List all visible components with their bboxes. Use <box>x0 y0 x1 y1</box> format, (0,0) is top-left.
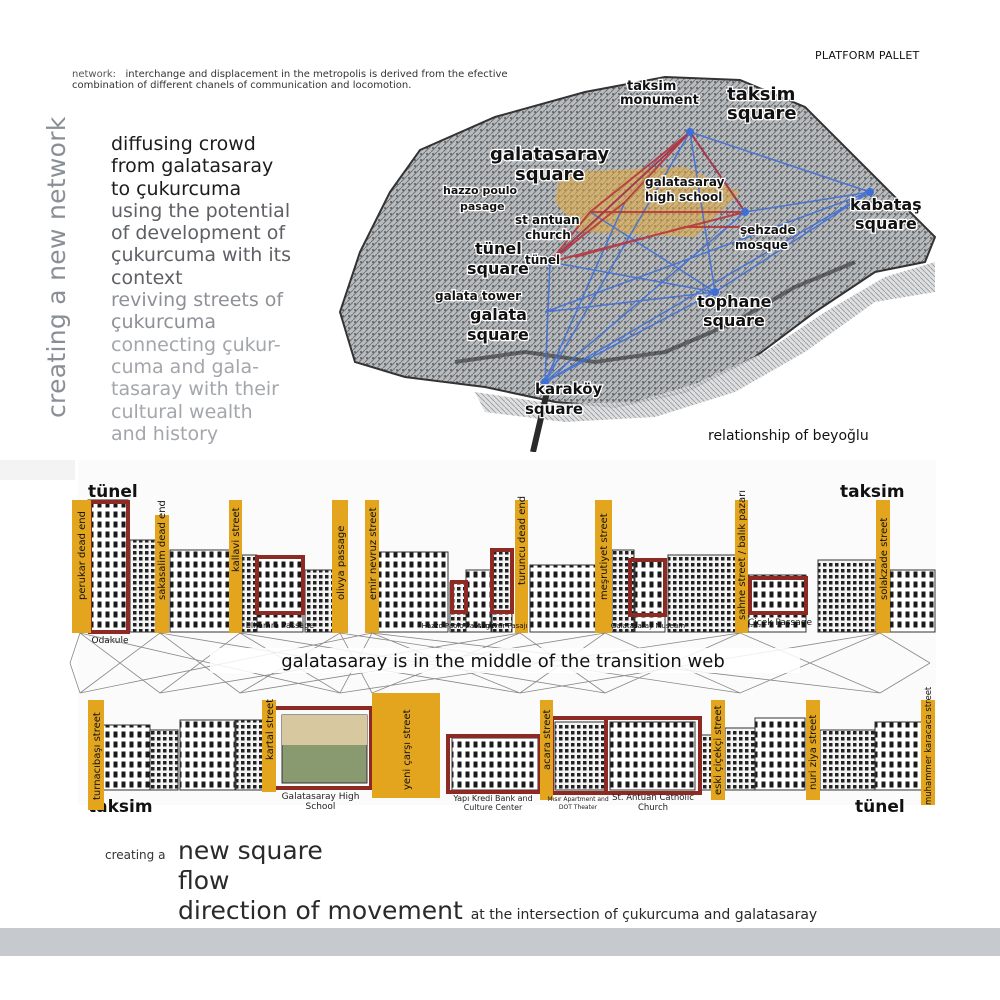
map-label-tophane: tophane <box>697 292 772 311</box>
map-label-karakoy-square: square <box>525 400 583 418</box>
left-text-line: of development of <box>111 222 286 245</box>
left-text-line: connecting çukur- <box>111 333 281 356</box>
left-text-line: tasaray with their <box>111 378 279 401</box>
bottom-street-facade <box>89 714 924 791</box>
left-text-line: and history <box>111 422 219 445</box>
street-mesrutiyet: meşrutiyet street <box>599 513 610 600</box>
map-label-karakoy: karaköy <box>535 380 602 398</box>
bottom-right-end-label: tünel <box>855 797 905 817</box>
platform-pallet-label: PLATFORM PALLET <box>815 49 920 62</box>
map-bridge <box>530 391 550 452</box>
map-label-tophane-square: square <box>703 311 765 330</box>
direction-of-movement: direction of movement <box>178 896 463 925</box>
map-label-gs-high: galatasaray <box>645 175 725 189</box>
left-text-line: çukurcuma <box>111 311 216 334</box>
network-text: interchange and displacement in the metr… <box>72 69 508 91</box>
left-text-line: çukurcuma with its <box>111 244 291 267</box>
street-eski-cicekci: eski çiçekçi street <box>713 705 724 795</box>
building-aznavur: Aznavur Pasajı <box>477 622 528 630</box>
map-label-church: church <box>525 228 571 242</box>
map-label-galata-tower: galata tower <box>435 289 521 303</box>
map-label-st-antuan: st antuan <box>515 213 580 227</box>
street-kallavi: kallavi street <box>231 507 242 572</box>
left-text-line: context <box>111 266 183 289</box>
street-olivya: olivya passage <box>336 526 347 600</box>
map-label-galatasaray: galatasaray <box>490 144 609 165</box>
map-label-galatasaray-square: square <box>515 164 585 185</box>
building-gs-museum: Galatasaray Museum <box>611 622 685 630</box>
street-yeni-carsi: yeni çarşı street <box>402 709 413 790</box>
map-label-pasage: pasage <box>460 200 505 213</box>
beyoglu-map: taksim monument taksim square galatasara… <box>338 75 937 452</box>
building-hazzo: Hazzo Paolo Passage <box>422 622 495 630</box>
building-misir: Mısır Apartment and DOT Theater <box>547 796 609 811</box>
map-label-tunel: tünel <box>475 239 522 258</box>
street-sakasalim: sakasalim dead end <box>157 500 168 600</box>
street-nuri-ziya: nuri ziya street <box>808 715 819 790</box>
map-shore <box>454 260 856 365</box>
street-acara: acara street <box>542 710 553 770</box>
map-label-monument: monument <box>620 93 699 108</box>
direction-subtext: at the intersection of çukurcuma and gal… <box>470 907 818 923</box>
map-label-galata: galata <box>470 305 527 324</box>
left-text-line: reviving streets of <box>111 289 284 312</box>
street-turnacibasi: turnacıbaşı street <box>92 712 103 800</box>
map-label-taksim-monument: taksim <box>627 79 676 94</box>
top-right-end-label: taksim <box>840 482 905 502</box>
map-label-galata-square: square <box>467 325 529 344</box>
left-text-line: to çukurcuma <box>111 177 242 200</box>
street-elevations: perukar dead end sakasalim dead end kall… <box>0 460 945 817</box>
map-label-taksim: taksim <box>727 84 795 105</box>
building-yapi-kredi: Yapı Kredi Bank and Culture Center <box>453 794 533 812</box>
building-elhamra: Elhamra Passage <box>246 621 314 630</box>
building-st-antuan: St. Antuan Catholic Church <box>612 794 694 813</box>
map-water <box>475 262 935 422</box>
map-label-tunel-square: square <box>467 259 529 278</box>
building-gs-high-school: Galatasaray High School <box>281 792 360 812</box>
map-caption: relationship of beyoğlu <box>708 428 869 444</box>
footer-bar <box>0 928 1000 956</box>
left-text-line: cuma and gala- <box>111 355 259 378</box>
network-red-lines <box>549 131 746 263</box>
building-cicek: Çiçek Passage <box>748 618 812 628</box>
map-label-kabatas-square: square <box>855 214 917 233</box>
network-keyword: network: <box>72 69 116 80</box>
left-text-line: diffusing crowd <box>111 133 256 155</box>
flow-line: flow <box>178 866 230 895</box>
transition-label: galatasaray is in the middle of the tran… <box>281 651 725 672</box>
left-text-line: from galatasaray <box>111 155 274 178</box>
map-label-tunel-small: tünel <box>525 253 560 267</box>
bottom-street-bars <box>88 693 935 810</box>
street-perukar: perukar dead end <box>77 511 88 600</box>
street-solakzade: solakzade street <box>879 518 890 600</box>
network-nodes <box>541 128 874 386</box>
street-emir-nevruz: emir nevruz street <box>368 507 379 600</box>
direction-line: direction of movement at the intersectio… <box>178 896 817 925</box>
street-muhammer: muhammer karacaca street <box>924 686 934 805</box>
top-street-facade <box>87 499 936 633</box>
map-label-hazzo: hazzo poulo <box>443 184 517 197</box>
top-street-bars <box>72 500 890 633</box>
left-text-line: cultural wealth <box>111 400 253 423</box>
creating-a-label: creating a <box>105 848 166 862</box>
left-text-line: using the potential <box>111 199 291 222</box>
map-label-high-school: high school <box>645 190 722 204</box>
map-label-sehzade: şehzade <box>740 223 796 237</box>
bottom-left-end-label: taksim <box>88 797 153 817</box>
street-turuncu: turuncu dead end <box>517 496 528 585</box>
street-sahne: sahne street / balık pazarı <box>737 490 748 620</box>
map-label-mosque: mosque <box>735 238 788 252</box>
map-label-taksim-square: square <box>727 103 797 124</box>
building-odakule: Odakule <box>92 636 129 646</box>
top-left-end-label: tünel <box>88 482 138 502</box>
street-kartal: kartal street <box>265 699 276 760</box>
map-label-kabatas: kabataş <box>850 195 922 214</box>
vertical-title: creating a new network <box>42 116 71 418</box>
new-square-line: new square <box>178 836 323 865</box>
network-description: network: interchange and displacement in… <box>72 69 532 91</box>
